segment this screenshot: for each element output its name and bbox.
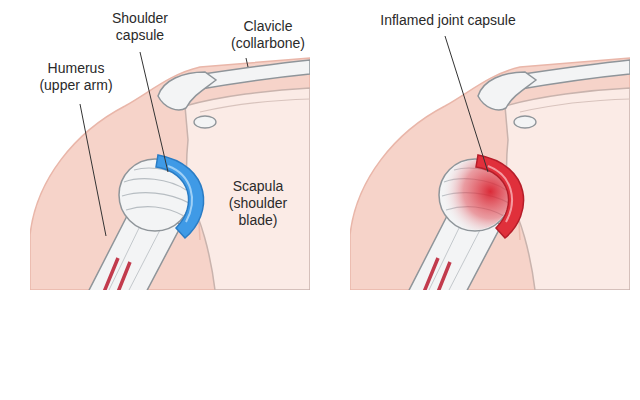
leader-lines <box>80 36 488 236</box>
healthy-capsule <box>156 155 204 238</box>
part-label: Clavicle (collarbone) <box>222 18 314 52</box>
inflamed-capsule <box>476 155 524 238</box>
leader-line <box>246 58 248 67</box>
leader-line <box>445 36 488 172</box>
left-panel <box>30 58 310 300</box>
part-label: Humerus (upper arm) <box>29 60 123 94</box>
part-label: Scapula (shoulder blade) <box>218 178 298 228</box>
healthy-shoulder <box>30 58 310 300</box>
part-label: Inflamed joint capsule <box>380 12 515 29</box>
capsule-highlight <box>488 166 512 222</box>
inflamed-shoulder <box>350 58 630 300</box>
leader-line <box>140 52 168 172</box>
leader-line <box>80 104 106 236</box>
right-panel <box>350 58 630 300</box>
part-label: Shoulder capsule <box>100 10 180 44</box>
capsule-highlight <box>168 166 192 222</box>
